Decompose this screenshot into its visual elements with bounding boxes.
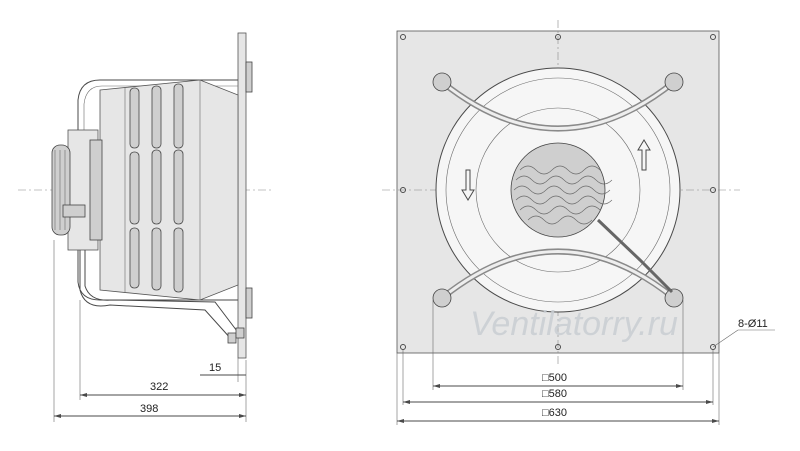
impeller-blades [129, 83, 184, 293]
dim-label-small: 15 [209, 362, 221, 374]
cable-1 [79, 250, 233, 341]
plate-bolt-top [245, 61, 253, 93]
front-view: □500 □580 □630 8-Ø11 [382, 20, 775, 425]
dim-label-plate: □630 [542, 407, 567, 419]
plate-bolt-bottom [245, 287, 253, 319]
dim-label-mid: 322 [150, 381, 168, 393]
front-dimensions [396, 300, 775, 425]
dim-label-inner: □500 [542, 372, 567, 384]
side-dimensions [53, 240, 247, 422]
plate-holes [400, 34, 716, 350]
upper-strut-inner [83, 85, 238, 130]
cable-2 [84, 250, 241, 336]
motor-fins [513, 165, 613, 225]
rotation-arrow-up [637, 139, 651, 171]
upper-strut [77, 79, 238, 130]
impeller-housing [99, 79, 239, 301]
support-arms [432, 72, 684, 308]
motor-face [510, 142, 606, 238]
holes-label: 8-Ø11 [738, 318, 768, 330]
impeller-hub-ring [475, 107, 641, 273]
cable-end-1 [227, 332, 237, 344]
front-cable [596, 218, 674, 294]
watermark: Ventilatorry.ru [470, 305, 678, 343]
dim-label-total: 398 [140, 403, 158, 415]
cable-end-2 [235, 327, 245, 339]
mounting-plate [237, 32, 247, 359]
side-view: 15 322 398 [18, 32, 272, 422]
inlet-ring-inner [445, 77, 671, 303]
dim-label-hole-spacing: □580 [542, 388, 567, 400]
hole-leader-line [712, 329, 739, 348]
motor [51, 129, 103, 251]
rotation-arrow-down [461, 169, 475, 201]
